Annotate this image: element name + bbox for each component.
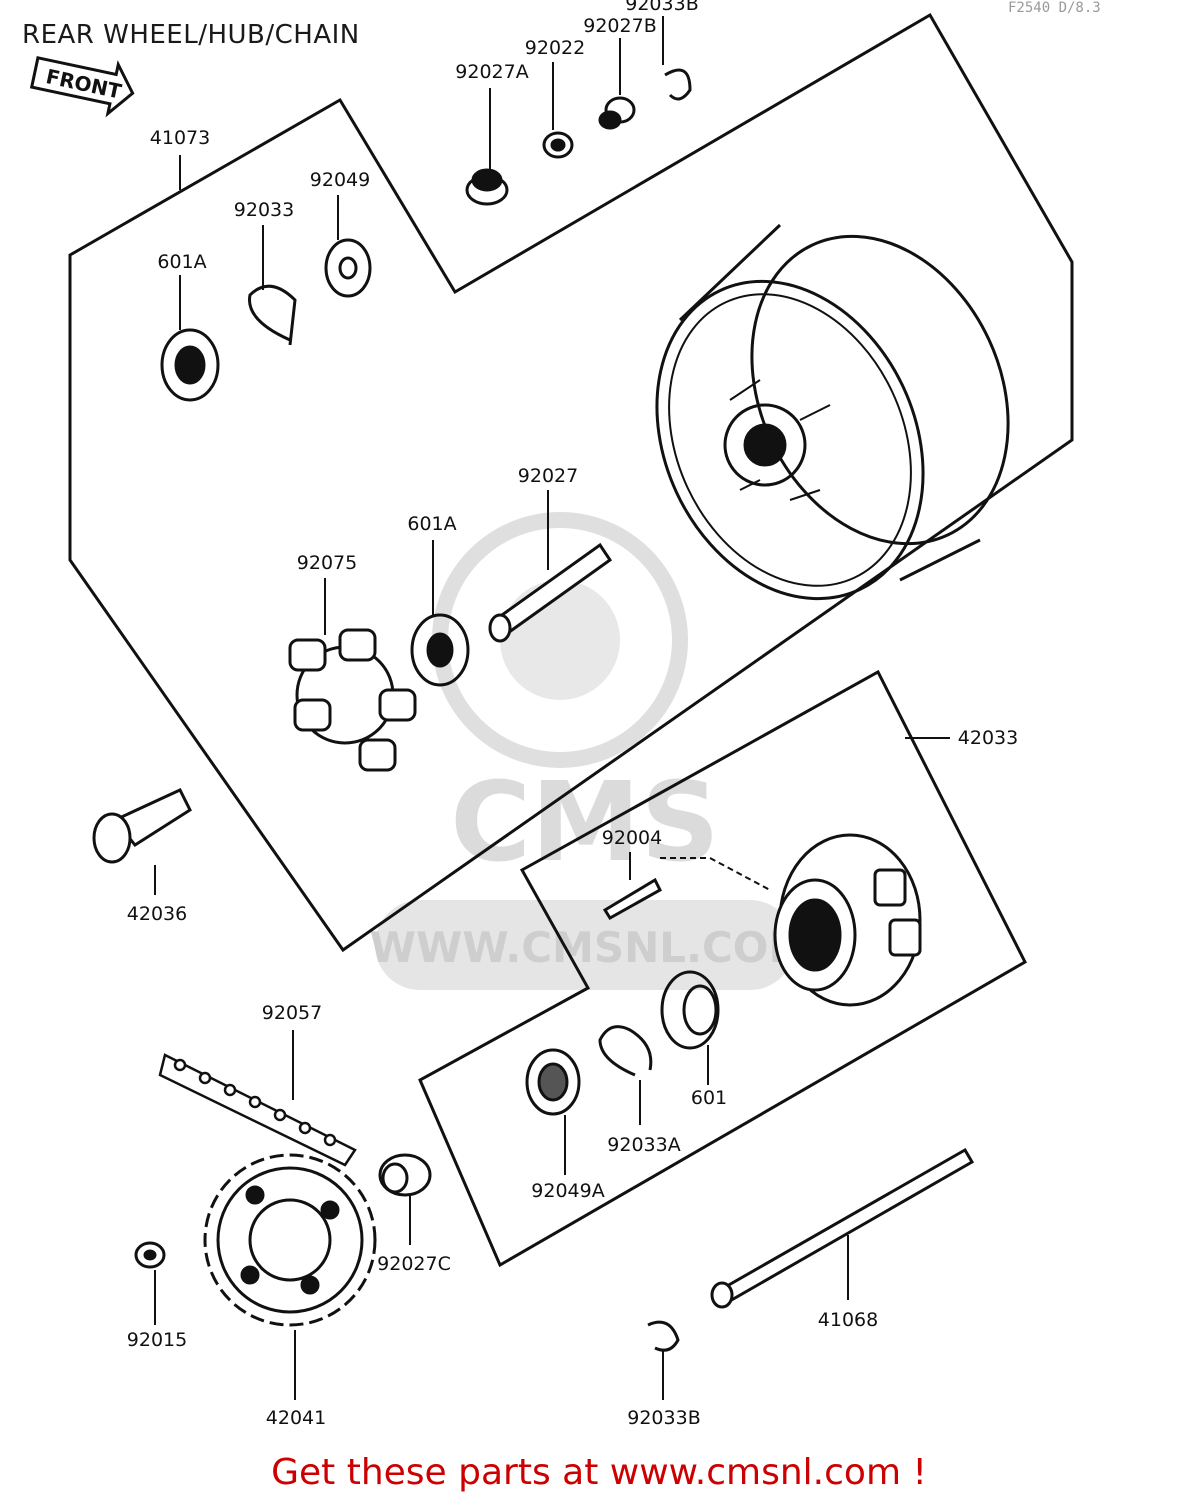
part-label-601A-top[interactable]: 601A [157,251,207,273]
circlip-92033B-bottom[interactable] [647,1320,680,1352]
part-label-92075[interactable]: 92075 [296,552,358,574]
part-label-92033[interactable]: 92033 [233,199,295,221]
part-label-92049[interactable]: 92049 [309,169,371,191]
circlip-92033A[interactable] [598,1025,653,1077]
front-arrow-icon: FRONT [29,56,135,118]
axle-41068[interactable] [710,1147,975,1309]
part-label-92057[interactable]: 92057 [261,1002,323,1024]
part-label-92027A[interactable]: 92027A [455,61,529,83]
hub-assembly-outline [418,669,1027,1268]
bearing-601A-middle[interactable] [410,613,470,687]
part-label-92015[interactable]: 92015 [126,1329,188,1351]
part-label-92033B-bottom[interactable]: 92033B [627,1407,701,1429]
figure-code: F2540 D/8.3 [1008,0,1101,16]
cmsnl-watermark: CMS WWW.CMSNL.COM [370,512,811,990]
part-label-92027B[interactable]: 92027B [583,15,657,37]
rear-sprocket-42041[interactable] [203,1153,377,1327]
stud-92004[interactable] [602,877,662,921]
part-label-601A-middle[interactable]: 601A [407,513,457,535]
footer-link[interactable]: Get these parts at www.cmsnl.com ! [271,1452,927,1493]
collar-42036[interactable] [92,788,192,864]
part-label-92027[interactable]: 92027 [517,465,579,487]
oil-seal-92049[interactable] [324,238,372,298]
watermark-url: WWW.CMSNL.COM [370,923,811,972]
part-label-92049A[interactable]: 92049A [531,1180,605,1202]
part-label-42041[interactable]: 42041 [265,1407,327,1429]
stud-leader-dashed [660,857,771,891]
spacer-92027[interactable] [488,542,613,643]
circlip-92033B-top[interactable] [664,68,692,101]
part-label-92033A[interactable]: 92033A [607,1134,681,1156]
hub-damper-92075[interactable] [288,628,417,772]
part-label-92022[interactable]: 92022 [524,37,586,59]
oil-seal-92049A[interactable] [525,1048,581,1116]
part-label-41068[interactable]: 41068 [817,1309,879,1331]
collar-92027A[interactable] [465,168,509,206]
rear-wheel-rim[interactable] [607,194,1056,642]
drive-chain-92057[interactable] [158,1053,357,1167]
part-label-41073[interactable]: 41073 [149,127,211,149]
coupling-42033[interactable] [773,833,922,1007]
watermark-brand: CMS [450,758,719,886]
part-label-92027C[interactable]: 92027C [377,1253,451,1275]
part-label-42033[interactable]: 42033 [957,727,1019,749]
wheel-assembly-outline [68,12,1074,953]
collar-92027B[interactable] [598,96,636,130]
washer-92022[interactable] [542,131,574,159]
leader-lines [154,16,950,1400]
nut-92015[interactable] [134,1241,166,1269]
part-label-92033B-top[interactable]: 92033B [625,0,699,15]
part-label-92004[interactable]: 92004 [601,827,663,849]
bearing-601A-top[interactable] [160,328,220,402]
part-label-42036[interactable]: 42036 [126,903,188,925]
circlip-92033[interactable] [248,284,297,346]
diagram-title: REAR WHEEL/HUB/CHAIN [22,20,360,50]
bearing-601[interactable] [660,970,720,1050]
collar-92027C[interactable] [378,1153,432,1197]
part-label-601[interactable]: 601 [690,1087,728,1109]
